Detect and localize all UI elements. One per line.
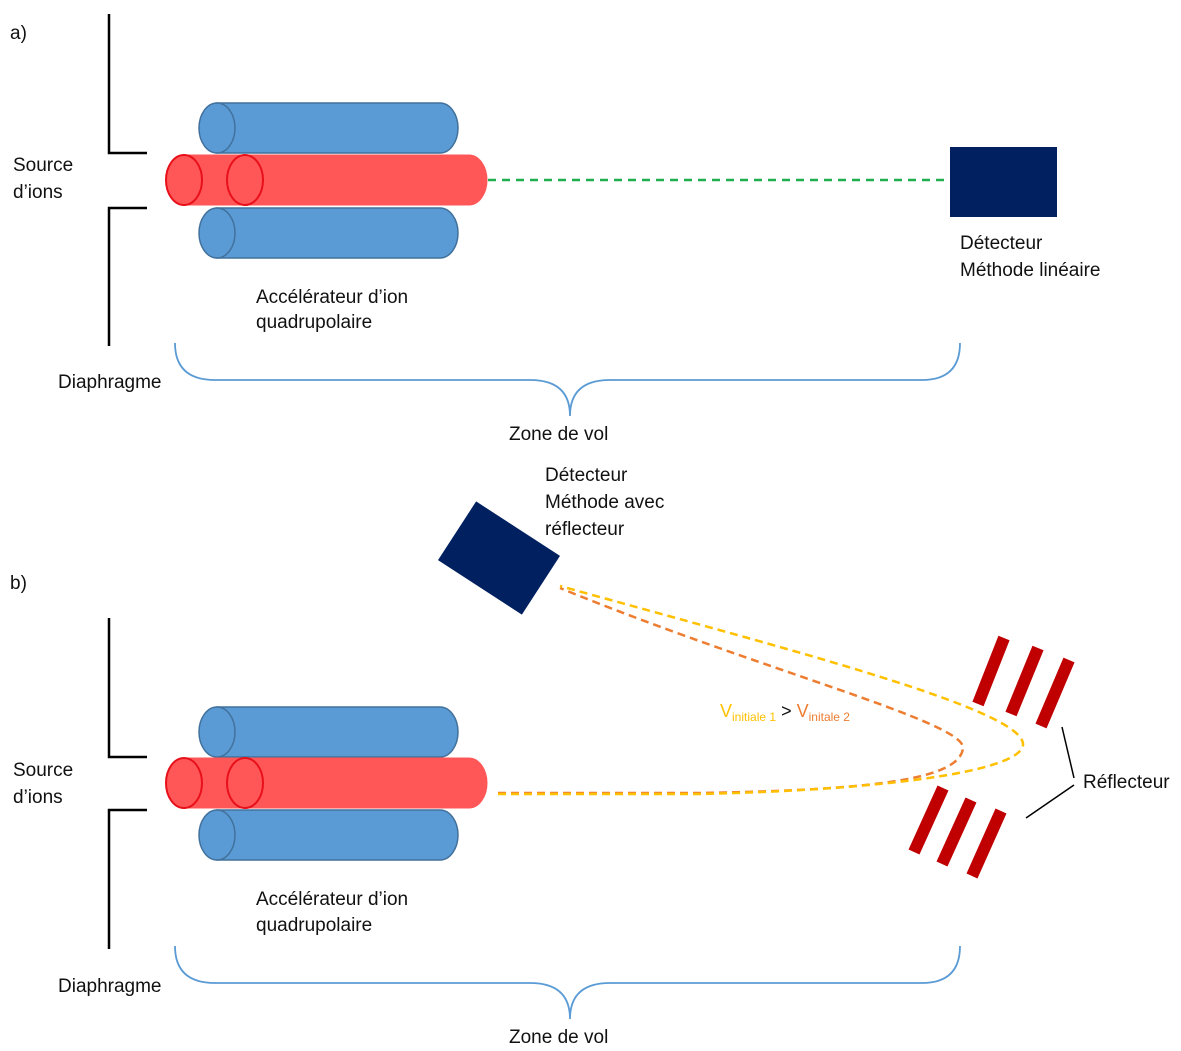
diaphragm-lower-b	[107, 808, 147, 949]
source-label-a-line1: Source	[13, 155, 74, 176]
reflector-lower	[908, 785, 1007, 879]
flight-zone-label-a: Zone de vol	[509, 424, 609, 445]
ion-rod-a	[165, 154, 488, 206]
diaphragm-label-a: Diaphragme	[58, 372, 162, 393]
source-label-b-line2: d’ions	[13, 787, 63, 808]
detector-reflector	[438, 501, 560, 615]
diaphragm-upper-a	[107, 14, 147, 155]
ion-rod-b	[165, 757, 488, 809]
velocity-gt: >	[781, 701, 792, 721]
accelerator-label-a-line1: Accélérateur d’ion	[256, 287, 409, 308]
accelerator-label-a-line2: quadrupolaire	[256, 312, 373, 333]
reflector-label: Réflecteur	[1083, 772, 1170, 793]
flight-zone-label-b: Zone de vol	[509, 1027, 609, 1048]
flight-zone-brace-b	[174, 945, 961, 1020]
reflector-leader-lower	[1025, 784, 1075, 819]
diaphragm-label-b: Diaphragme	[58, 976, 162, 997]
quadrupole-rod-lower-b	[198, 809, 459, 861]
flight-zone-brace-a	[174, 342, 961, 417]
quadrupole-rod-upper-b	[198, 706, 459, 758]
source-label-b-line1: Source	[13, 760, 74, 781]
diaphragm-lower-a	[107, 206, 147, 346]
velocity-comparison: Vinitiale 1 > Vinitale 2	[720, 701, 850, 724]
reflector-leader-upper	[1061, 726, 1075, 779]
panel-a	[107, 14, 1057, 417]
detector-label-b-line2: Méthode avec	[545, 492, 665, 513]
detector-label-b-line3: réflecteur	[545, 519, 625, 540]
panel-b-tag: b)	[10, 573, 27, 594]
quadrupole-rod-upper-a	[198, 102, 459, 154]
source-label-a-line2: d’ions	[13, 182, 63, 203]
panel-b	[107, 501, 1075, 1020]
panel-a-tag: a)	[10, 23, 27, 44]
velocity-v1: Vinitiale 1	[720, 701, 777, 724]
accelerator-label-b-line2: quadrupolaire	[256, 915, 373, 936]
velocity-v2: Vinitale 2	[796, 701, 850, 724]
quadrupole-rod-lower-a	[198, 207, 459, 259]
accelerator-label-b-line1: Accélérateur d’ion	[256, 889, 409, 910]
trajectory-v1	[498, 584, 1025, 796]
detector-label-a-line2: Méthode linéaire	[960, 260, 1101, 281]
detector-label-b-line1: Détecteur	[545, 465, 628, 486]
reflector-upper	[972, 635, 1075, 729]
trajectory-v2	[498, 586, 965, 795]
detector-label-a-line1: Détecteur	[960, 233, 1043, 254]
diaphragm-upper-b	[107, 618, 147, 759]
detector-linear	[950, 147, 1057, 217]
